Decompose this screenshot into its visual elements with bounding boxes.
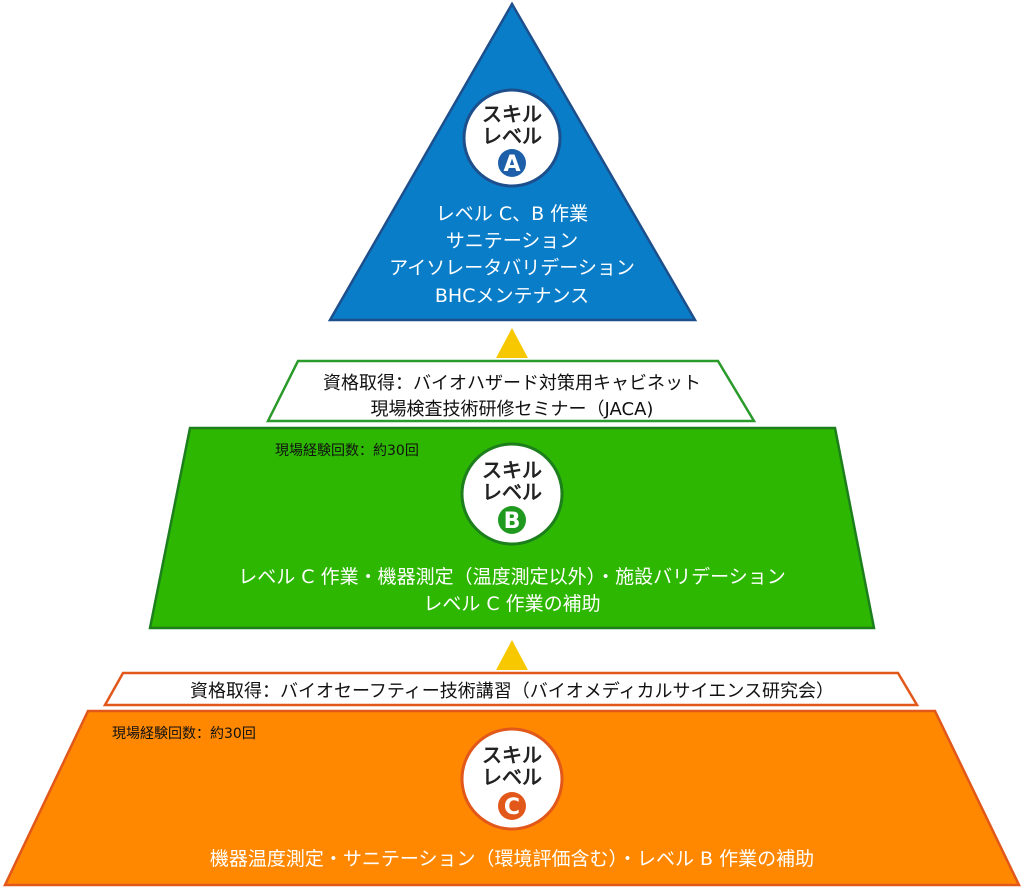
level-c-letter: C — [504, 795, 520, 820]
level-c-experience: 現場経験回数：約30回 — [112, 726, 256, 742]
level-b-skill-label-2: レベル — [482, 480, 542, 504]
level-a-task: BHCメンテナンス — [435, 285, 589, 307]
level-a-letter: A — [503, 152, 520, 177]
level-a-task: サニテーション — [446, 230, 579, 252]
qualification-b-line: 現場検査技術研修セミナー（JACA) — [371, 399, 654, 420]
level-a-letter-circle — [498, 149, 526, 177]
level-c-badge — [460, 727, 564, 831]
qualification-b-line: 資格取得：バイオハザード対策用キャビネット — [323, 373, 701, 394]
level-b-letter: B — [504, 509, 521, 534]
level-b-skill-label-1: スキル — [482, 458, 542, 482]
level-b-experience: 現場経験回数：約30回 — [275, 443, 419, 459]
level-b-task: レベル C 作業の補助 — [423, 593, 600, 615]
level-c-skill-label-2: レベル — [482, 765, 542, 789]
level-a-task: アイソレータバリデーション — [389, 257, 635, 279]
level-c-letter-circle — [498, 792, 526, 820]
up-arrow-icon — [496, 640, 528, 670]
level-a-skill-label-1: スキル — [482, 102, 542, 126]
level-b-task: レベル C 作業・機器測定（温度測定以外）・施設バリデーション — [238, 566, 785, 588]
level-c-skill-label-1: スキル — [482, 743, 542, 767]
level-b-letter-circle — [498, 506, 526, 534]
level-a-task: レベル C、B 作業 — [436, 203, 588, 225]
level-c-task: 機器温度測定・サニテーション（環境評価含む）・レベル B 作業の補助 — [210, 848, 814, 870]
up-arrow-icon — [496, 328, 528, 358]
qualification-c-line: 資格取得：バイオセーフティー技術講習（バイオメディカルサイエンス研究会） — [190, 681, 834, 702]
level-a-badge — [462, 88, 562, 188]
level-b-badge — [460, 442, 564, 546]
qualification-b-band — [265, 359, 757, 423]
level-a-skill-label-2: レベル — [482, 124, 542, 148]
qualification-c-band — [102, 671, 920, 707]
